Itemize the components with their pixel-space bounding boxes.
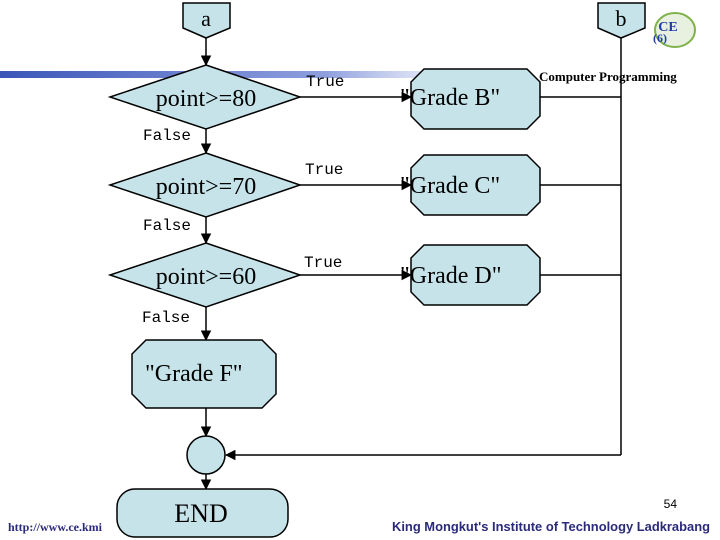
false-label-3: False <box>142 309 190 327</box>
logo-text-bottom: (6) <box>653 31 667 45</box>
connector-b-label: b <box>616 6 627 31</box>
connector-a: a <box>182 2 231 39</box>
end-label: END <box>174 499 227 528</box>
course-title: Computer Programming <box>539 69 677 84</box>
result-box-grade-f: "Grade F" <box>131 339 277 409</box>
false-label-2: False <box>143 217 191 235</box>
footer-institute: King Mongkut's Institute of Technology L… <box>392 520 710 534</box>
true-label-2: True <box>305 161 343 179</box>
true-label-1: True <box>306 73 344 91</box>
result-box-grade-c: "Grade C" <box>400 154 541 216</box>
ce-logo: CE (6) <box>653 12 696 48</box>
result-text-2: "Grade C" <box>400 173 500 199</box>
decision-condition-1: point>=80 <box>156 86 256 112</box>
result-text-1: "Grade B" <box>400 85 500 111</box>
end-terminator: END <box>116 488 289 538</box>
join-circle <box>186 435 226 475</box>
connector-a-label: a <box>201 6 211 31</box>
result-box-grade-b: "Grade B" <box>400 68 541 130</box>
page-number: 54 <box>664 497 678 511</box>
logo-text-top: CE <box>658 20 677 35</box>
result-text-3: "Grade D" <box>400 263 502 289</box>
else-result-text: "Grade F" <box>145 361 243 387</box>
connector-b: b <box>597 2 646 39</box>
false-label-1: False <box>143 127 191 145</box>
footer-url: http://www.ce.kmi <box>8 520 103 534</box>
header-bar <box>0 71 545 78</box>
decision-condition-2: point>=70 <box>156 174 256 200</box>
decision-condition-3: point>=60 <box>156 264 256 290</box>
true-label-3: True <box>304 254 342 272</box>
result-box-grade-d: "Grade D" <box>400 244 541 306</box>
